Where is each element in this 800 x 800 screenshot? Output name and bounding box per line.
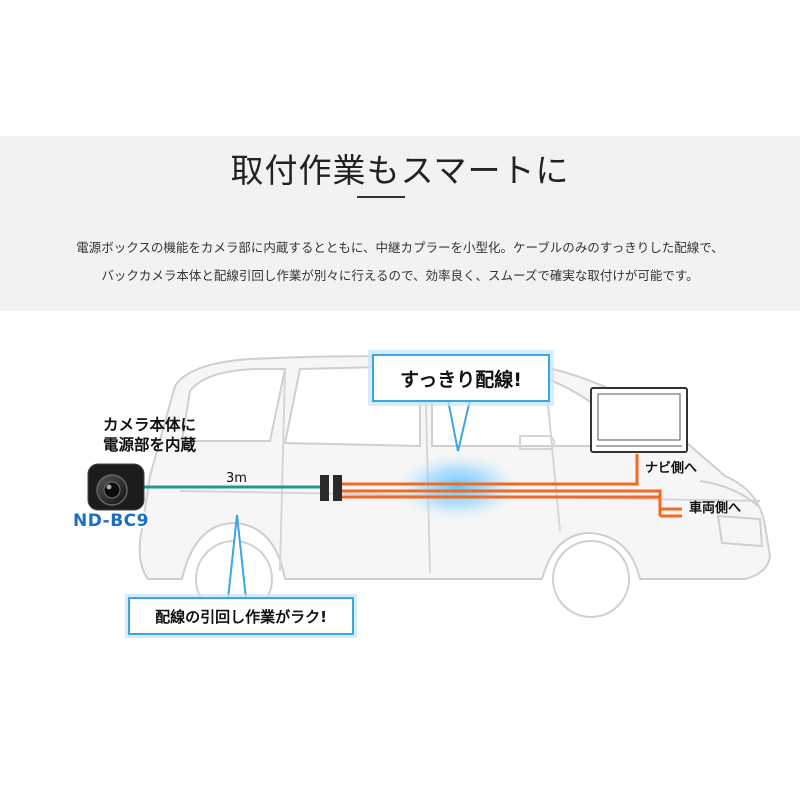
camera-label-line-1: カメラ本体に [103,416,197,434]
callout-easy-routing-text: 配線の引回し作業がラク! [155,607,327,626]
section-title: 取付作業もスマートに [230,151,570,190]
wiring-diagram: すっきり配線! 配線の引回し作業がラク! カメラ本体に 電源部を内蔵 ND-BC… [0,311,800,666]
orange-cables [342,454,682,518]
top-whitespace [0,0,800,136]
glow-highlight [396,453,520,521]
to-vehicle-label: 車両側へ [689,501,742,516]
car-front [699,480,764,548]
callout-clean-wiring-text: すっきり配線! [400,368,522,391]
relay-connector [320,475,342,501]
cable-length-label: 3m [226,471,247,486]
title-underline [357,196,405,198]
camera-label: カメラ本体に 電源部を内蔵 [103,415,196,455]
callout-easy-routing: 配線の引回し作業がラク! [128,597,354,635]
navi-monitor-icon [590,387,688,453]
description-line-1: 電源ボックスの機能をカメラ部に内蔵するとともに、中継カプラーを小型化。ケーブルの… [76,240,724,255]
camera-icon [87,463,145,511]
camera-label-line-2: 電源部を内蔵 [103,436,197,454]
callout-clean-wiring: すっきり配線! [372,354,550,402]
model-name: ND-BC9 [73,511,149,531]
intro-section: 取付作業もスマートに 電源ボックスの機能をカメラ部に内蔵するとともに、中継カプラ… [0,136,800,311]
description-line-2: バックカメラ本体と配線引回し作業が別々に行えるので、効率良く、スムーズで確実な取… [101,268,699,283]
to-navi-label: ナビ側へ [645,461,698,476]
section-description: 電源ボックスの機能をカメラ部に内蔵するとともに、中継カプラーを小型化。ケーブルの… [20,234,780,290]
